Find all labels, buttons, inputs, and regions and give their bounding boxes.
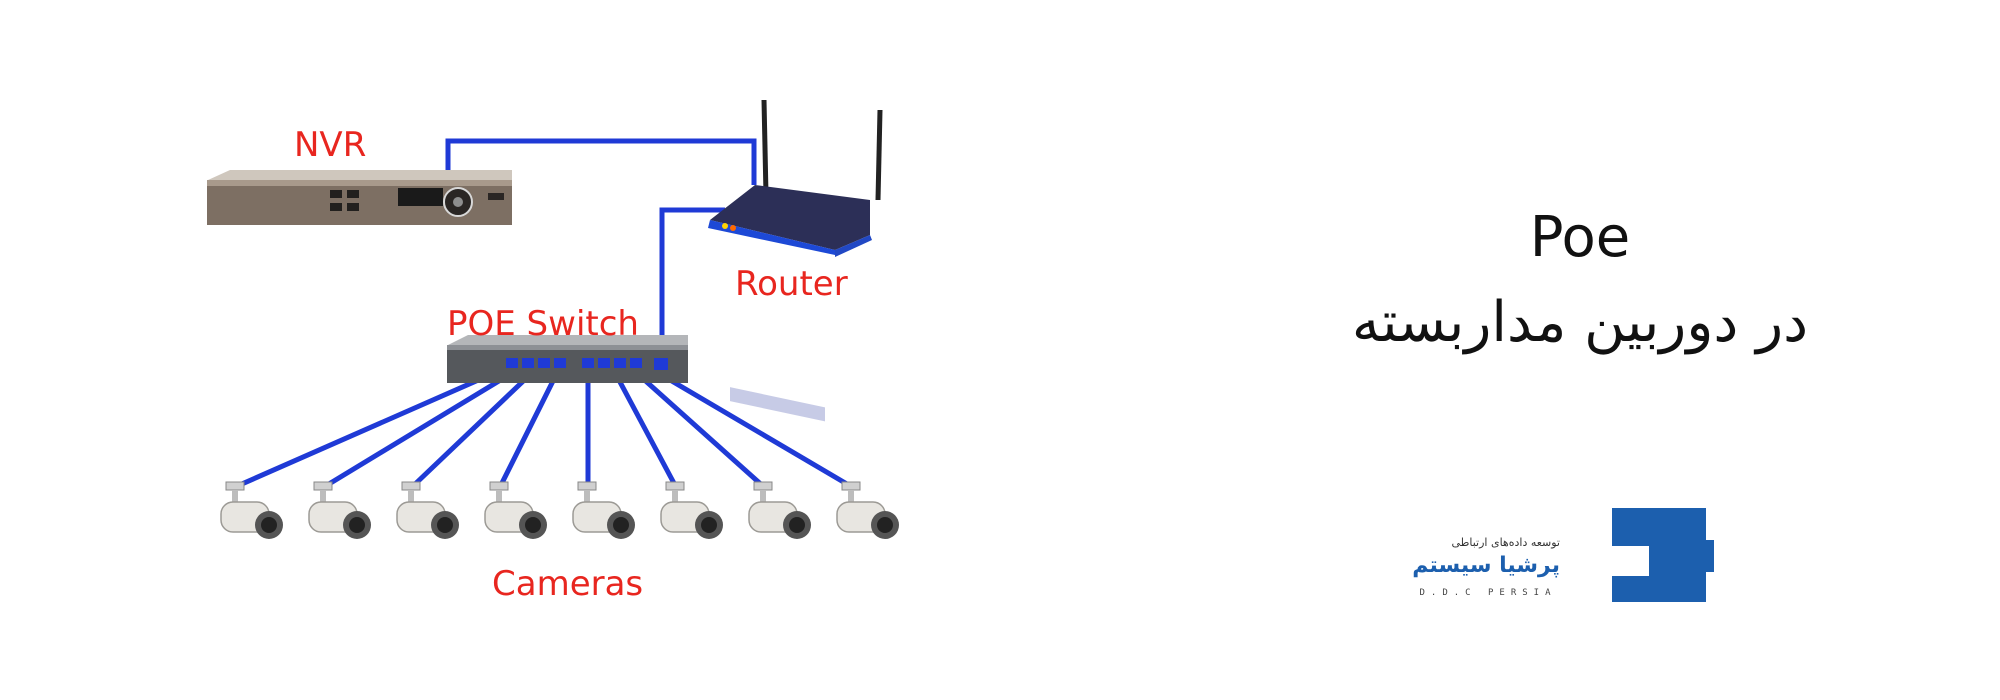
camera-cable-2 [322, 364, 524, 490]
camera-7 [748, 481, 811, 539]
nvr-device [207, 170, 512, 225]
camera-row [220, 481, 899, 539]
poe-switch-label: POE Switch [447, 304, 639, 344]
camera-1 [220, 481, 283, 539]
camera-cable-3 [410, 365, 540, 489]
logo-name: پرشیا سیستم [1412, 553, 1560, 578]
switch-router-cable [659, 207, 725, 365]
logo-mark-notch [1612, 546, 1649, 576]
camera-cable-8 [646, 364, 854, 490]
title-english: Poe [1529, 205, 1631, 270]
camera-4 [484, 481, 547, 539]
cameras-label: Cameras [492, 564, 643, 604]
camera-8 [836, 481, 899, 539]
camera-3 [396, 481, 459, 539]
camera-5 [572, 481, 635, 539]
camera-cable-1 [233, 364, 510, 490]
logo-latin-text: D.D.C PERSIA [1419, 588, 1557, 598]
title-persian: در دوربین مداربسته [1351, 290, 1809, 355]
camera-cable-4 [497, 365, 563, 489]
camera-cable-7 [628, 365, 766, 489]
router-label: Router [735, 264, 848, 304]
router-device [708, 99, 883, 422]
network-cables [233, 138, 854, 490]
camera-2 [308, 481, 371, 539]
poe-network-diagram: NVR Router POE Switch Cameras [207, 99, 899, 604]
camera-6 [660, 481, 723, 539]
nvr-router-cable [445, 138, 757, 185]
camera-cable-6 [609, 365, 679, 489]
poe-switch-device [447, 335, 688, 383]
logo-tagline: توسعه داده‌های ارتباطی [1451, 536, 1560, 549]
nvr-label: NVR [294, 125, 366, 165]
logo-mark-small-square [1682, 540, 1714, 572]
